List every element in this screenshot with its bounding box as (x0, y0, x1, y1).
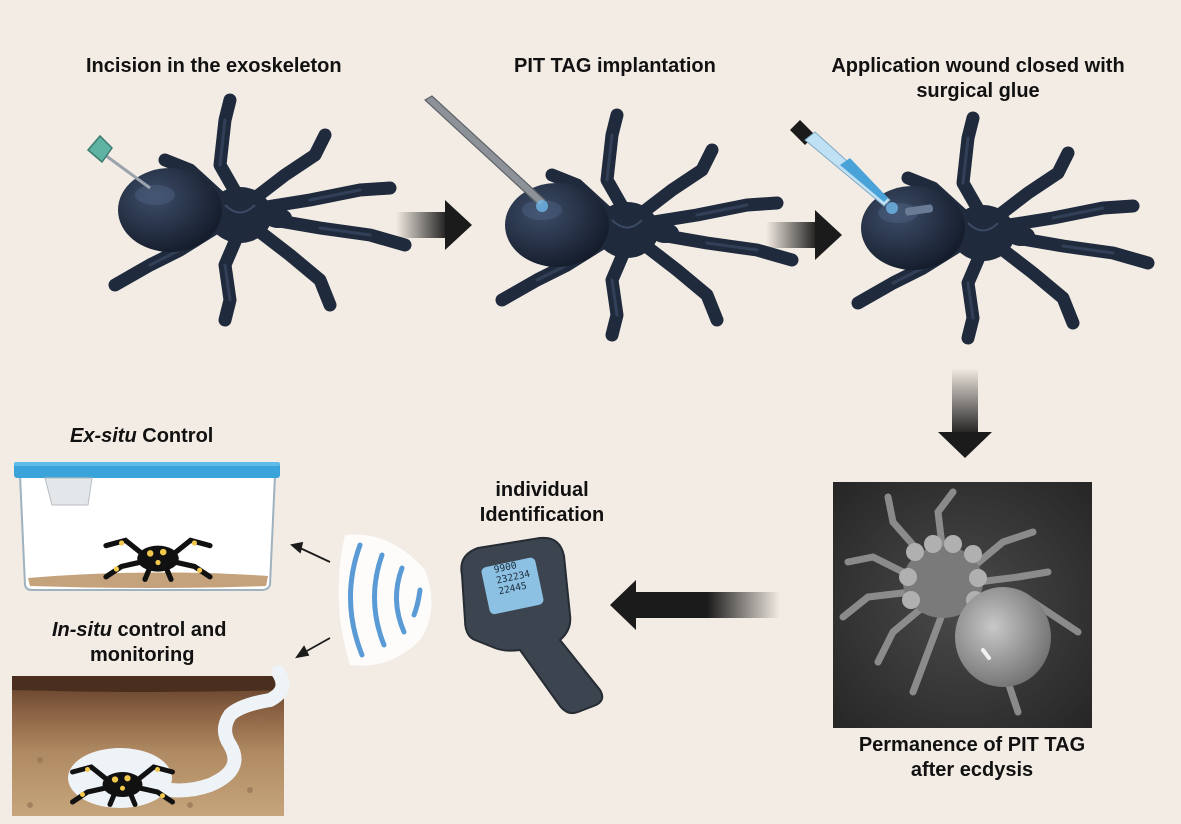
pit-tag-reader (460, 536, 604, 715)
xray-image (833, 482, 1092, 728)
arrow-step3-to-xray (938, 368, 992, 458)
permanence-line2: after ecdysis (910, 759, 1034, 781)
permanence-line1: Permanence of PIT TAG (858, 734, 1086, 756)
step-glue-line2: surgical glue (916, 80, 1040, 102)
step-incision-label: Incision in the exoskeleton (86, 55, 342, 77)
signal-waves-icon (338, 534, 432, 666)
arrow-xray-to-reader (610, 580, 780, 630)
ex-situ-italic: Ex-situ (70, 425, 137, 447)
identification-line2: Identification (479, 504, 605, 526)
spider-incision (86, 100, 405, 320)
step-glue-line1: Application wound closed with (831, 55, 1125, 77)
in-situ-label: In-situ control and monitoring (52, 618, 226, 668)
arrow-step1-to-step2 (396, 200, 472, 250)
identification-label: individual Identification (462, 478, 622, 528)
dropper-icon (790, 120, 891, 207)
needle-icon (86, 134, 113, 164)
step-implantation-label: PIT TAG implantation (514, 55, 716, 77)
ex-situ-rest: Control (136, 425, 214, 447)
forceps-icon (423, 95, 546, 207)
arrow-step2-to-step3 (766, 210, 842, 260)
signal-arrows (290, 541, 331, 659)
in-situ-line2: monitoring (90, 644, 195, 666)
in-situ-burrow (12, 665, 290, 816)
in-situ-rest: control and (112, 619, 227, 641)
step-glue-label: Application wound closed with surgical g… (818, 54, 1138, 104)
in-situ-italic: In-situ (52, 619, 112, 641)
spider-glue (790, 118, 1148, 338)
spider-implantation (423, 95, 792, 335)
ex-situ-label: Ex-situ Control (70, 424, 213, 449)
permanence-label: Permanence of PIT TAG after ecdysis (836, 733, 1108, 783)
identification-line1: individual (495, 479, 589, 501)
reader-screen (481, 557, 544, 615)
ex-situ-container (14, 462, 280, 591)
